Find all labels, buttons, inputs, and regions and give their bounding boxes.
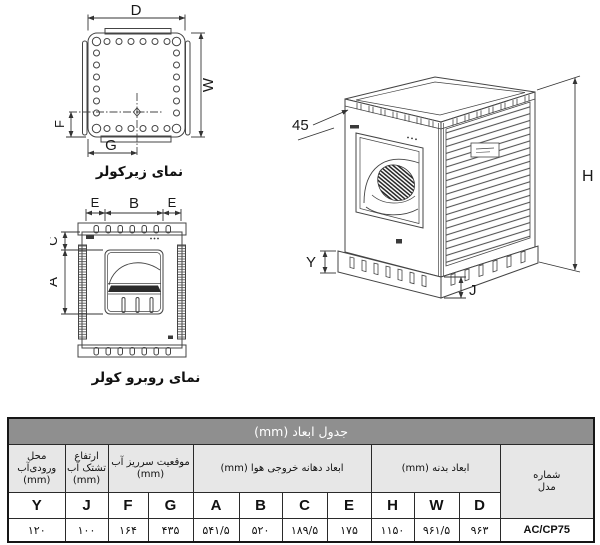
value-b: ۵۲۰ [238, 518, 283, 543]
dim-label-y: Y [306, 254, 316, 271]
value-j: ۱۰۰ [64, 518, 109, 543]
letter-h: H [370, 492, 415, 519]
table-title-row: جدول ابعاد (mm) [7, 417, 595, 445]
dim-label-a: A [50, 277, 61, 287]
letter-e: E [326, 492, 372, 519]
iso-body [337, 76, 539, 299]
value-h: ۱۱۵۰ [370, 518, 415, 543]
letter-g: G [147, 492, 194, 519]
dim-label-g: G [105, 137, 117, 154]
dim-label-f: F [55, 120, 67, 128]
col-header-air-outlet: ابعاد دهانه خروجی هوا (mm) [192, 444, 372, 493]
col-header-overflow-position: موقعیت سرریز آب (mm) [107, 444, 194, 493]
table-group-header-row: محل ورودی‌آب (mm) ارتفاع تشتک آب (mm) مو… [7, 444, 595, 519]
value-g: ۴۳۵ [147, 518, 194, 543]
value-e: ۱۷۵ [326, 518, 372, 543]
front-view-dimensions [61, 209, 182, 315]
dim-label-b: B [129, 195, 139, 212]
value-c: ۱۸۹/۵ [281, 518, 328, 543]
col-header-model: شماره مدل [499, 444, 595, 519]
table-letter-row: Y J F G A B C E H W D [7, 492, 594, 519]
dim-label-d: D [131, 5, 142, 19]
bottom-view-diagram: D W F G [55, 5, 217, 157]
letter-w: W [413, 492, 460, 519]
dim-label-w: W [200, 77, 217, 92]
bottom-view-body [82, 28, 191, 143]
dimensions-table: جدول ابعاد (mm) محل ورودی‌آب (mm) ارتفاع… [7, 417, 596, 543]
letter-b: B [238, 492, 283, 519]
letter-a: A [192, 492, 240, 519]
letter-c: C [281, 492, 328, 519]
bottom-view-dimensions [66, 14, 205, 157]
isometric-view-diagram: 45 H Y J [292, 75, 594, 299]
dim-label-c: C [50, 236, 60, 245]
front-view-diagram: E B E C A [50, 195, 187, 358]
col-header-water-inlet: محل ورودی‌آب (mm) [7, 444, 66, 493]
drain-center-mark [69, 93, 163, 157]
dim-label-h: H [582, 168, 594, 185]
table-title: جدول ابعاد (mm) [7, 417, 595, 445]
table-value-row: ۱۲۰ ۱۰۰ ۱۶۴ ۴۳۵ ۵۴۱/۵ ۵۲۰ ۱۸۹/۵ ۱۷۵ ۱۱۵۰… [7, 518, 595, 543]
iso-dimensions [297, 75, 581, 299]
col-header-body-dims: ابعاد بدنه (mm) [370, 444, 501, 493]
bottom-view-caption: نمای زیرکولر [95, 164, 184, 180]
front-view-body [77, 222, 187, 358]
model-value: AC/CP75 [499, 518, 595, 543]
letter-y: Y [7, 492, 66, 519]
value-y: ۱۲۰ [7, 518, 66, 543]
value-d: ۹۶۳ [458, 518, 501, 543]
value-w: ۹۶۱/۵ [413, 518, 460, 543]
letter-d: D [458, 492, 501, 519]
letter-j: J [64, 492, 109, 519]
dim-label-j: J [469, 282, 477, 299]
front-view-caption: نمای روبرو کولر [91, 370, 201, 386]
dim-label-e-right: E [168, 195, 177, 210]
dim-label-45: 45 [292, 117, 309, 134]
value-a: ۵۴۱/۵ [192, 518, 240, 543]
letter-f: F [107, 492, 149, 519]
dim-label-e-left: E [91, 195, 100, 210]
value-f: ۱۶۴ [107, 518, 149, 543]
col-header-tray-height: ارتفاع تشتک آب (mm) [64, 444, 109, 493]
